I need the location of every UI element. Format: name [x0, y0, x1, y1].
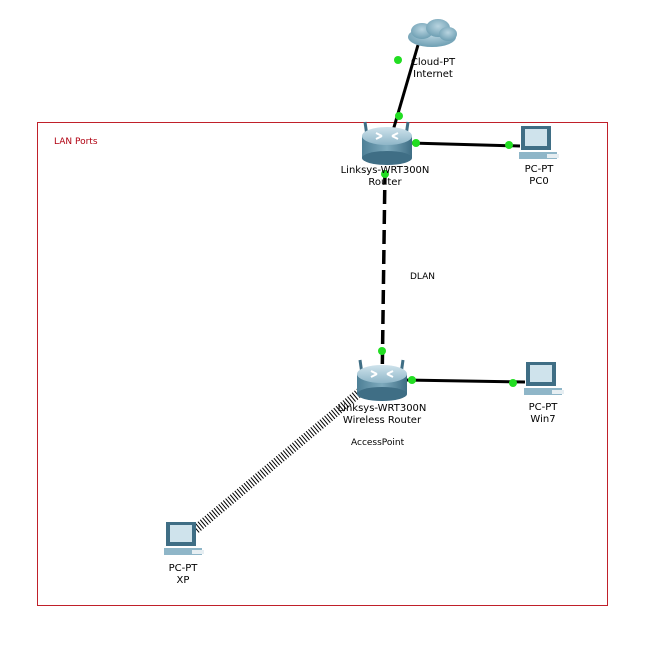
device-type: Linksys-WRT300N — [337, 403, 427, 414]
cluster-label: LAN Ports — [54, 137, 98, 147]
device-type: PC-PT — [528, 402, 558, 413]
port-indicator — [412, 139, 420, 147]
accesspoint-note: AccessPoint — [351, 438, 405, 448]
port-indicator — [509, 379, 517, 387]
link-router-pc0[interactable] — [409, 141, 521, 148]
win7-pc-icon[interactable] — [524, 362, 564, 395]
port-indicator — [381, 170, 389, 178]
port-indicator — [378, 347, 386, 355]
device-type: Cloud-PT — [410, 57, 456, 68]
pc0-label: PC-PT PC0 — [525, 164, 554, 188]
cloud-internet-icon[interactable] — [408, 19, 457, 47]
device-type: PC-PT — [168, 563, 198, 574]
device-type: Linksys-WRT300N — [340, 165, 430, 176]
device-name: Win7 — [530, 414, 556, 425]
xp-label: PC-PT XP — [169, 563, 198, 587]
access-point-icon[interactable] — [357, 359, 407, 401]
cloud-label: Cloud-PT Internet — [411, 57, 455, 81]
win7-label: PC-PT Win7 — [529, 402, 558, 426]
link-router-ap[interactable] — [380, 169, 387, 391]
device-name: Router — [368, 177, 402, 188]
device-name: XP — [176, 575, 190, 586]
device-name: PC0 — [529, 176, 549, 187]
port-indicator — [505, 141, 513, 149]
device-type: PC-PT — [524, 164, 554, 175]
ap-label: Linksys-WRT300N Wireless Router — [338, 403, 427, 427]
dlan-note: DLAN — [410, 272, 436, 282]
xp-pc-icon[interactable] — [164, 522, 204, 555]
device-name: Wireless Router — [342, 415, 422, 426]
device-name: Internet — [413, 69, 453, 80]
port-indicator — [394, 56, 402, 64]
link-ap-xp-wireless[interactable] — [192, 388, 363, 534]
port-indicator — [408, 376, 416, 384]
link-ap-win7[interactable] — [404, 378, 526, 384]
pc0-icon[interactable] — [519, 126, 559, 159]
port-indicator — [395, 112, 403, 120]
lan-ports-cluster[interactable] — [37, 122, 608, 606]
router-label: Linksys-WRT300N Router — [341, 165, 430, 189]
router-icon[interactable] — [362, 121, 412, 165]
